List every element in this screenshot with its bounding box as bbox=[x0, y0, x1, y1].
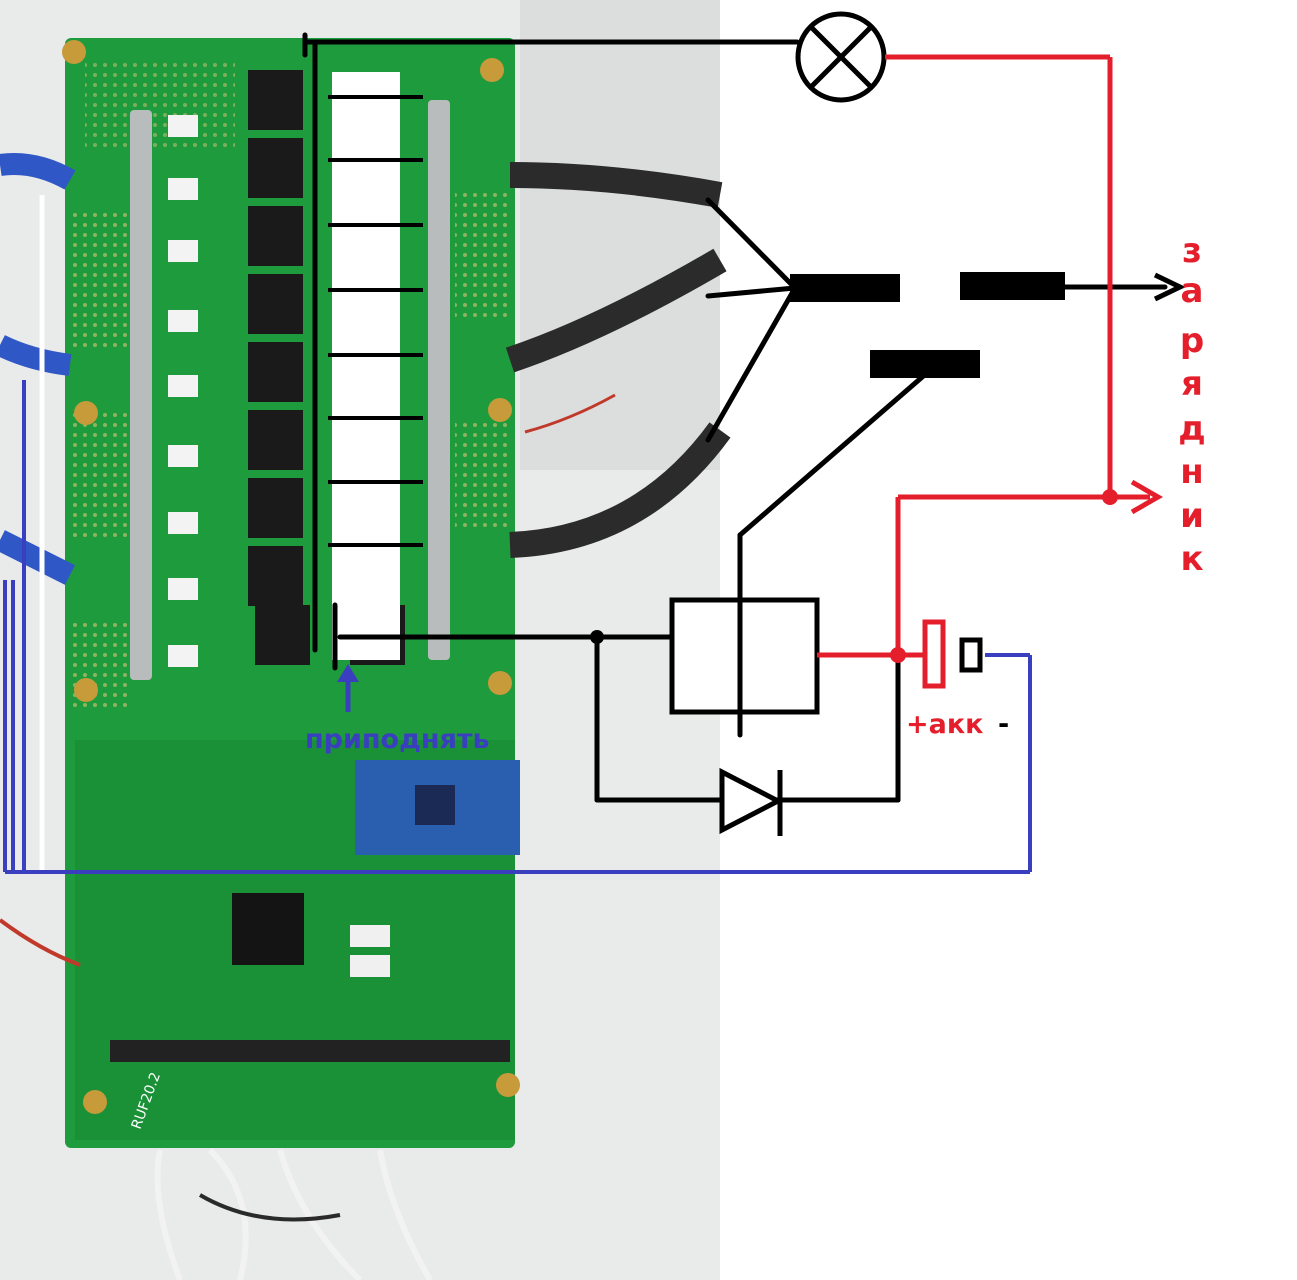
red-junction bbox=[1102, 489, 1118, 505]
charger-letter: и bbox=[1180, 496, 1204, 536]
battery-minus-label: - bbox=[998, 709, 1009, 740]
charger-label: з а р я д н и к bbox=[1178, 231, 1205, 579]
battery-plus-label: +акк bbox=[906, 709, 984, 740]
charger-letter: а bbox=[1181, 271, 1204, 311]
charger-letter: к bbox=[1180, 539, 1203, 579]
battery-icon bbox=[922, 619, 983, 689]
lamp-icon bbox=[795, 11, 887, 103]
power-cables-black bbox=[505, 162, 731, 558]
red-junction-2 bbox=[890, 647, 906, 663]
black-junction bbox=[590, 630, 604, 644]
red-arrow-icon bbox=[1130, 479, 1164, 515]
pcb-board bbox=[62, 38, 520, 1148]
paper-strip bbox=[332, 72, 400, 660]
contact-right bbox=[960, 272, 1065, 300]
charger-letter: з bbox=[1182, 231, 1202, 271]
diode-icon bbox=[719, 767, 784, 836]
balance-leads bbox=[0, 918, 433, 1280]
charger-letter: н bbox=[1180, 452, 1204, 492]
arrow-icon bbox=[1153, 272, 1186, 302]
relay-icon bbox=[669, 597, 820, 715]
battery-cables-blue bbox=[0, 153, 76, 585]
charger-letter: р bbox=[1180, 321, 1204, 361]
mcu-chip bbox=[232, 893, 304, 965]
charger-letter: я bbox=[1181, 364, 1203, 404]
lift-arrow-icon bbox=[337, 664, 359, 712]
lift-note: приподнять bbox=[305, 724, 490, 755]
charger-letter: д bbox=[1178, 409, 1205, 449]
contact-switch bbox=[870, 350, 980, 378]
negative-blue-wire bbox=[3, 380, 1032, 874]
paper-marks bbox=[328, 95, 423, 547]
contact-left bbox=[790, 274, 900, 302]
